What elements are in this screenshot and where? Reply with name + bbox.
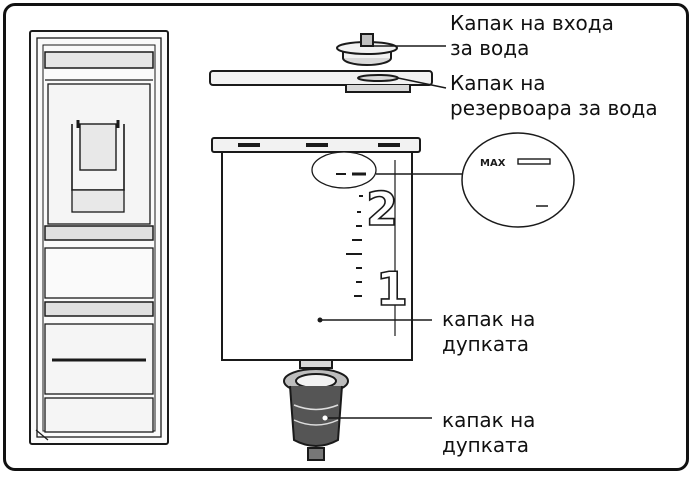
water-tank-lid (209, 70, 447, 93)
refrigerator-door (29, 30, 169, 445)
tank-level-2: 2 (366, 182, 398, 236)
max-detail-zoom (461, 132, 575, 228)
label-tank-lid-line1: Капак на (450, 71, 546, 95)
water-tank (211, 137, 472, 369)
label-hole-cap-tank-line1: капак на (442, 307, 536, 331)
max-level-label: MAX (480, 158, 506, 169)
label-hole-cap-plug-line2: дупката (442, 433, 529, 457)
label-hole-cap-tank: капак на дупката (442, 307, 535, 357)
label-inlet-cap-line1: Капак на входа (450, 11, 614, 35)
label-tank-lid-line2: резервоара за вода (450, 96, 658, 120)
tank-level-1: 1 (376, 262, 408, 316)
label-hole-cap-plug-line1: капак на (442, 408, 536, 432)
label-hole-cap-plug: капак на дупката (442, 408, 535, 458)
label-tank-lid: Капак на резервоара за вода (450, 71, 658, 121)
label-inlet-cap-line2: за вода (450, 36, 530, 60)
hole-cap (283, 368, 432, 461)
label-inlet-cap: Капак на входа за вода (450, 11, 614, 61)
water-inlet-cap (336, 33, 446, 66)
label-hole-cap-tank-line2: дупката (442, 332, 529, 356)
